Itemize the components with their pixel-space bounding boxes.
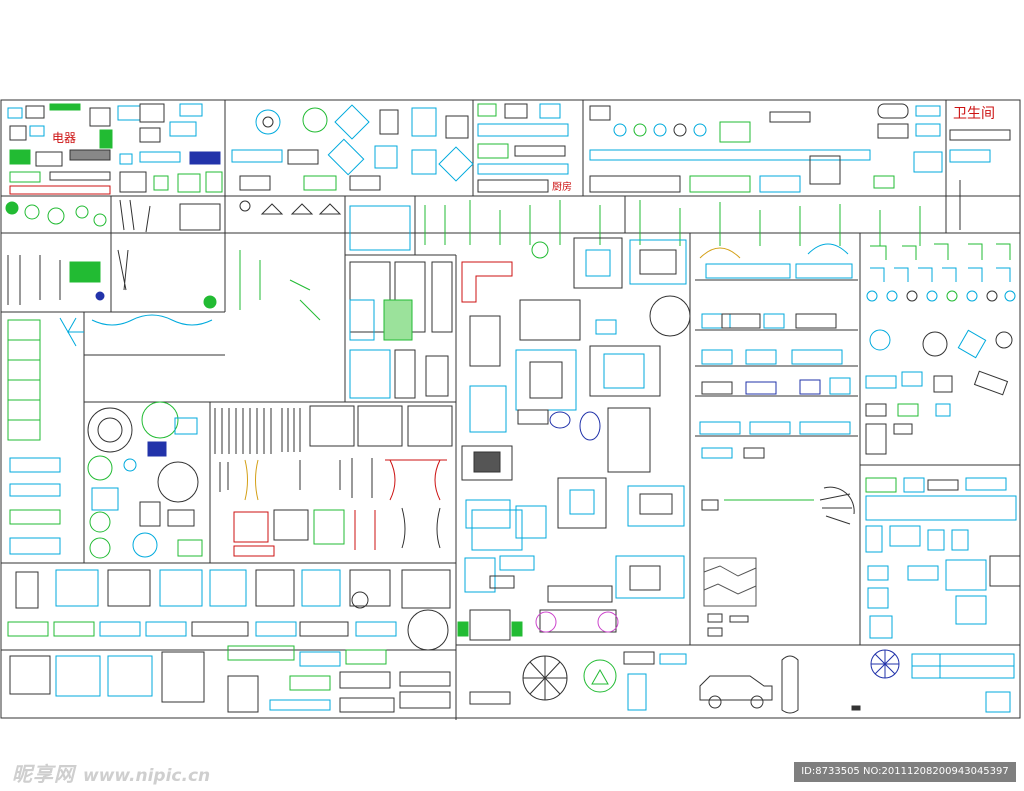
dining-tables-block <box>231 104 474 191</box>
bathroom-label: 卫生间 <box>953 106 995 122</box>
sofa-elevations-block <box>695 243 858 459</box>
bathroom-fixtures-block <box>589 103 1011 230</box>
chairs-block <box>865 243 1016 455</box>
round-tables-block <box>87 401 203 559</box>
sheet-frame <box>0 99 1021 719</box>
kitchen-block <box>477 103 569 193</box>
plants-and-decor-strip <box>5 199 921 399</box>
outdoor-and-cars-block <box>469 649 1015 714</box>
misc-small-items-column <box>7 314 213 555</box>
living-room-plans-block <box>457 237 691 641</box>
curtains-block <box>214 405 453 557</box>
kitchen-label: 厨房 <box>552 180 572 193</box>
watermark-site-name: 昵享网 <box>12 762 75 786</box>
electrical-label: 电器 <box>52 131 76 145</box>
section-grid <box>1 100 1020 720</box>
watermark-url: www.nipic.cn <box>83 766 211 786</box>
watermark-logo: 昵享网 www.nipic.cn <box>12 758 210 786</box>
stairs-and-texture-block <box>701 486 855 637</box>
electrical-appliances-block <box>7 103 223 195</box>
image-id-bar: ID:8733505 NO:20111208200943045397 <box>794 762 1016 782</box>
cabinets-block <box>865 477 1021 639</box>
beds-block <box>7 569 451 713</box>
